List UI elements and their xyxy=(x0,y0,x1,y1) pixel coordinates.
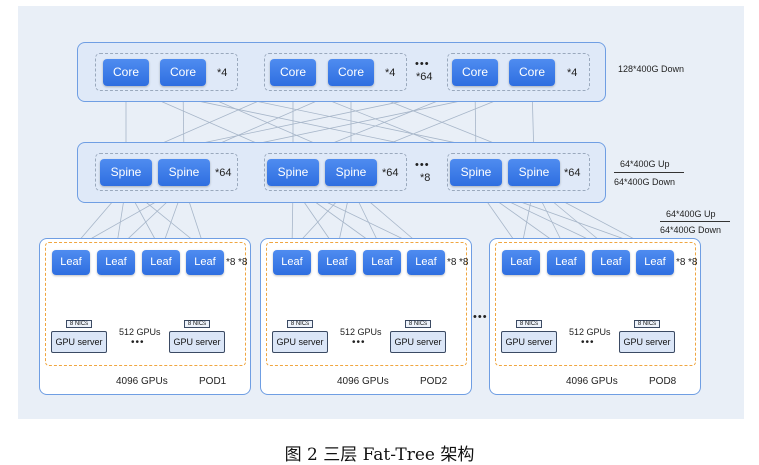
leaf-node: Leaf xyxy=(363,250,401,275)
spine-node: Spine xyxy=(508,159,560,186)
spine-node: Spine xyxy=(325,159,377,186)
figure-caption: 图 2 三层 Fat-Tree 架构 xyxy=(284,445,475,465)
leaf-bandwidth-up: 64*400G Up xyxy=(666,209,716,219)
server-ellipsis: ••• xyxy=(581,337,595,348)
spine-multiplier: *64 xyxy=(564,167,581,179)
core-ellipsis: ••• xyxy=(415,58,430,70)
core-node: Core xyxy=(328,59,374,86)
core-node: Core xyxy=(509,59,555,86)
pod-name: POD1 xyxy=(199,376,227,387)
gpu-server: GPU server xyxy=(169,331,225,353)
gpu-server: GPU server xyxy=(619,331,675,353)
leaf-node: Leaf xyxy=(636,250,674,275)
leaf-node: Leaf xyxy=(142,250,180,275)
pod-dashed-area xyxy=(45,242,246,366)
core-node: Core xyxy=(103,59,149,86)
gpu-server: GPU server xyxy=(501,331,557,353)
pod-ellipsis: ••• xyxy=(473,311,488,323)
spine-node: Spine xyxy=(267,159,319,186)
core-node: Core xyxy=(160,59,206,86)
pod-dashed-area xyxy=(495,242,696,366)
leaf-node: Leaf xyxy=(547,250,585,275)
spine-ellipsis: ••• xyxy=(415,159,430,171)
spine-node: Spine xyxy=(100,159,152,186)
leaf-node: Leaf xyxy=(407,250,445,275)
gpu-server: GPU server xyxy=(272,331,328,353)
leaf-node: Leaf xyxy=(502,250,540,275)
nic-bar: 8 NICs xyxy=(287,320,313,328)
core-group-1 xyxy=(95,53,238,91)
server-ellipsis: ••• xyxy=(131,337,145,348)
core-groups-multiplier: *64 xyxy=(416,71,433,83)
spine-node: Spine xyxy=(450,159,502,186)
leaf-multiplier: *8 xyxy=(447,257,457,268)
leaf-node: Leaf xyxy=(273,250,311,275)
nic-bar: 8 NICs xyxy=(634,320,660,328)
spine-node: Spine xyxy=(158,159,210,186)
core-multiplier: *4 xyxy=(217,67,228,79)
leaf-multiplier: *8 xyxy=(676,257,686,268)
leaf-node: Leaf xyxy=(97,250,135,275)
core-group-3 xyxy=(447,53,590,91)
gpu-server: GPU server xyxy=(390,331,446,353)
nic-bar: 8 NICs xyxy=(516,320,542,328)
spine-bandwidth-down: 64*400G Down xyxy=(614,177,676,187)
pod-name: POD2 xyxy=(420,376,448,387)
leaf-pod-multiplier: *8 xyxy=(459,257,469,268)
spine-bandwidth-divider xyxy=(614,172,684,173)
pod-total-gpus: 4096 GPUs xyxy=(566,376,618,387)
pod-gpus-label: 512 GPUs xyxy=(340,327,382,337)
pod-dashed-area xyxy=(266,242,467,366)
spine-multiplier: *64 xyxy=(382,167,399,179)
leaf-node: Leaf xyxy=(592,250,630,275)
leaf-bandwidth-divider xyxy=(660,221,730,222)
gpu-server: GPU server xyxy=(51,331,107,353)
core-node: Core xyxy=(452,59,498,86)
leaf-node: Leaf xyxy=(52,250,90,275)
core-multiplier: *4 xyxy=(385,67,396,79)
spine-group-3 xyxy=(447,153,590,191)
leaf-node: Leaf xyxy=(186,250,224,275)
leaf-pod-multiplier: *8 xyxy=(238,257,248,268)
pod-gpus-label: 512 GPUs xyxy=(119,327,161,337)
leaf-bandwidth-down: 64*400G Down xyxy=(660,225,722,235)
nic-bar: 8 NICs xyxy=(405,320,431,328)
server-ellipsis: ••• xyxy=(352,337,366,348)
core-bandwidth-label: 128*400G Down xyxy=(618,64,685,74)
core-node: Core xyxy=(270,59,316,86)
nic-bar: 8 NICs xyxy=(66,320,92,328)
pod-gpus-label: 512 GPUs xyxy=(569,327,611,337)
pod-name: POD8 xyxy=(649,376,677,387)
leaf-pod-multiplier: *8 xyxy=(688,257,698,268)
spine-group-2 xyxy=(264,153,407,191)
core-group-2 xyxy=(264,53,407,91)
spine-groups-multiplier: *8 xyxy=(420,172,431,184)
nic-bar: 8 NICs xyxy=(184,320,210,328)
spine-bandwidth-up: 64*400G Up xyxy=(620,159,670,169)
pod-total-gpus: 4096 GPUs xyxy=(337,376,389,387)
core-multiplier: *4 xyxy=(567,67,578,79)
pod-total-gpus: 4096 GPUs xyxy=(116,376,168,387)
leaf-multiplier: *8 xyxy=(226,257,236,268)
spine-multiplier: *64 xyxy=(215,167,232,179)
spine-group-1 xyxy=(95,153,238,191)
leaf-node: Leaf xyxy=(318,250,356,275)
